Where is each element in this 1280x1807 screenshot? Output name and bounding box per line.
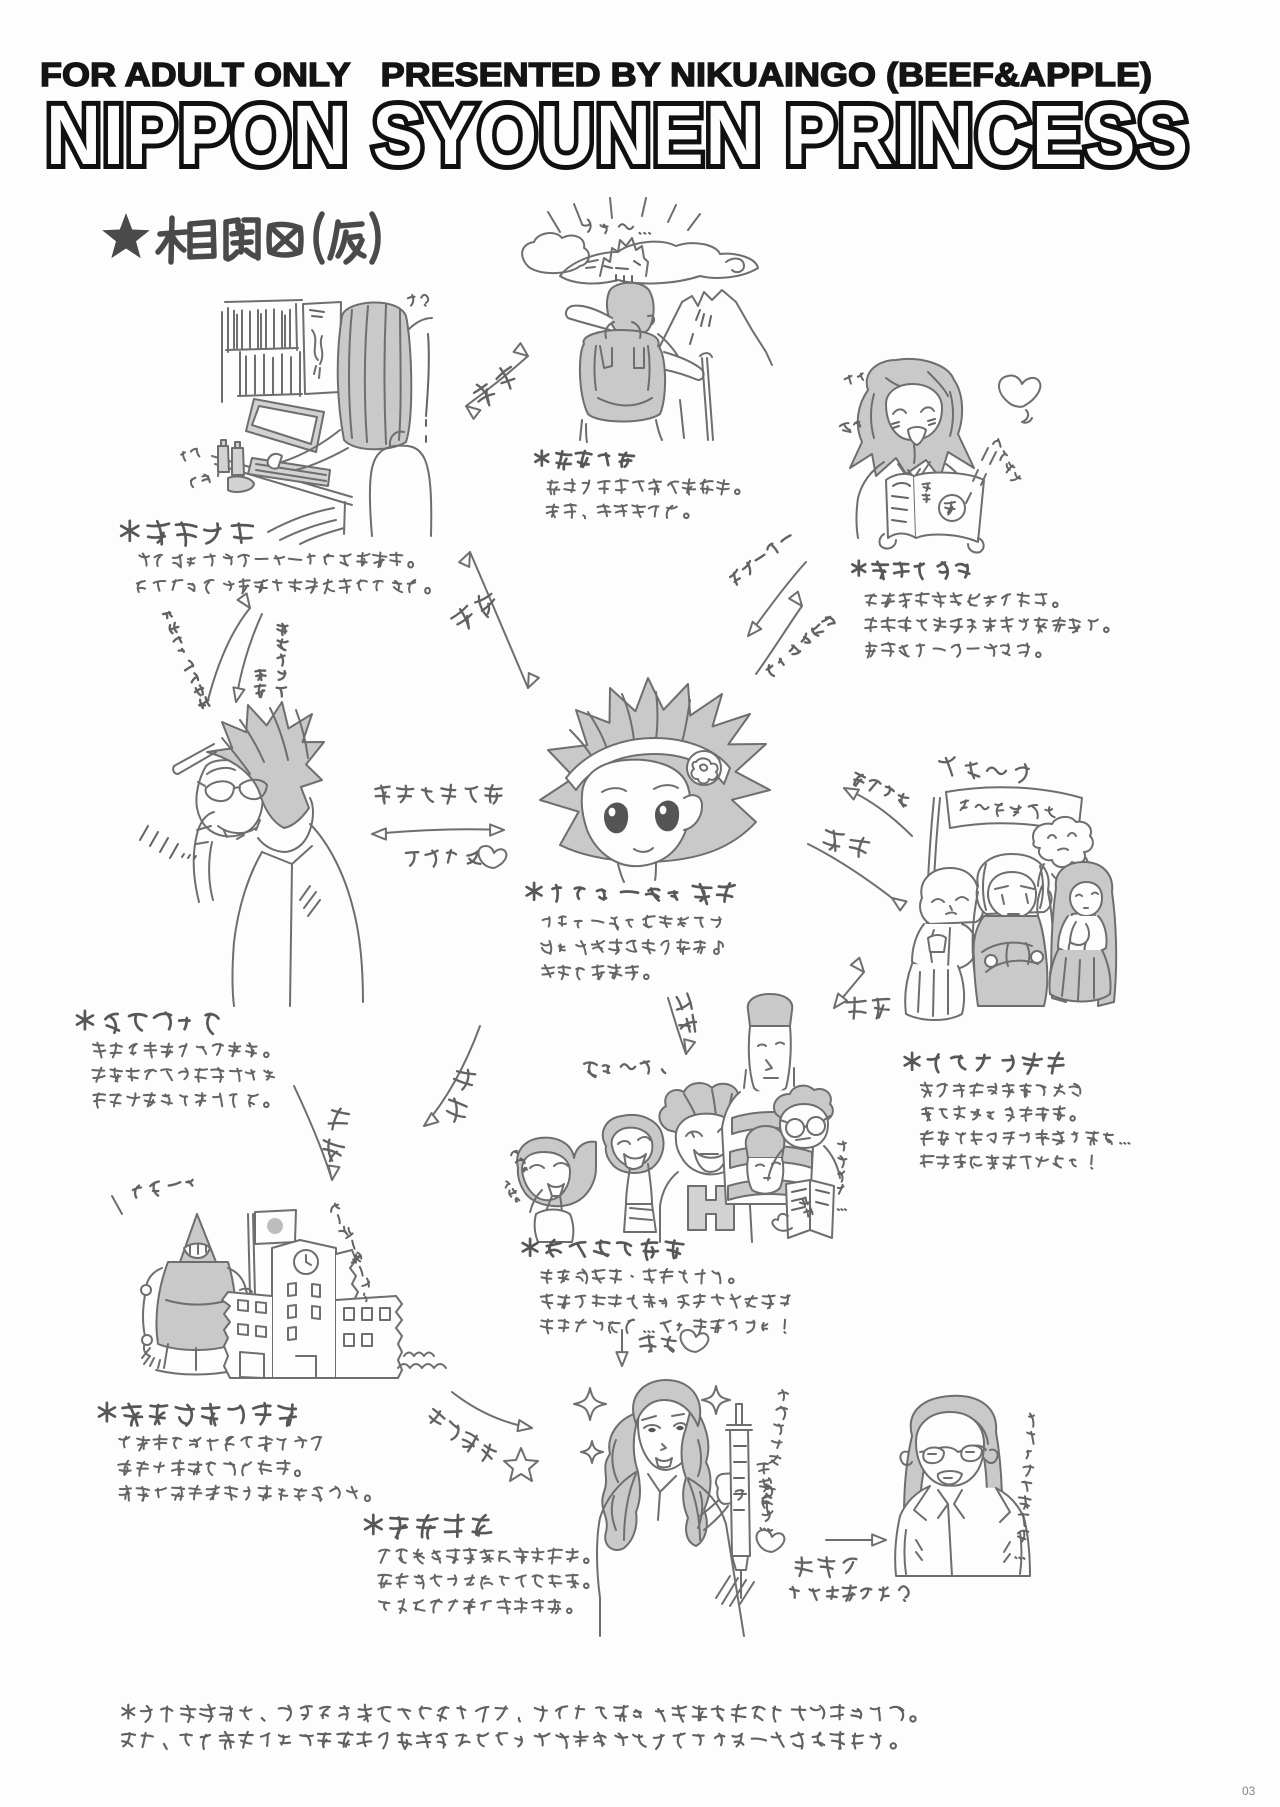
svg-text:FOR ADULT ONLY PRESENTED BY: FOR ADULT ONLY PRESENTED BY NIKUAINGO (B… xyxy=(40,56,1152,93)
svg-text:03: 03 xyxy=(1242,1784,1256,1798)
svg-text:NIPPON SYOUNEN PRINCESS: NIPPON SYOUNEN PRINCESS xyxy=(46,88,1190,182)
